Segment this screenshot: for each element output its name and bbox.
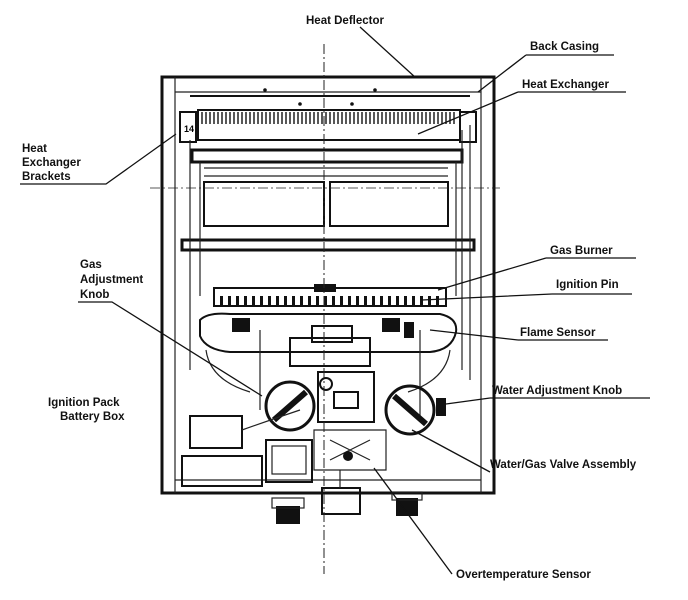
label-flame-sensor: Flame Sensor xyxy=(520,327,596,339)
svg-text:14: 14 xyxy=(184,124,194,134)
burner-tooth xyxy=(252,296,255,306)
label-heat-exchanger-brackets-1: Heat xyxy=(22,143,47,155)
burner-tooth xyxy=(412,296,415,306)
label-back-casing: Back Casing xyxy=(530,41,599,53)
burner-tooth xyxy=(308,296,311,306)
burner-tooth xyxy=(356,296,359,306)
burner-tooth xyxy=(364,296,367,306)
label-water-adjustment-knob: Water Adjustment Knob xyxy=(492,385,622,397)
burner-tooth xyxy=(380,296,383,306)
burner-tooth xyxy=(316,296,319,306)
valve-assembly-shape xyxy=(313,371,387,471)
label-gas-adjustment-knob-3: Knob xyxy=(80,289,109,301)
heat-deflector-shape xyxy=(190,88,470,106)
burner-tooth xyxy=(292,296,295,306)
label-heat-exchanger-brackets-2: Exchanger xyxy=(22,157,81,169)
label-ignition-pack-1: Ignition Pack xyxy=(48,397,120,409)
burner-tooth xyxy=(324,296,327,306)
burner-tooth xyxy=(284,296,287,306)
label-gas-adjustment-knob-1: Gas xyxy=(80,259,102,271)
burner-tooth xyxy=(420,296,423,306)
burner-tooth xyxy=(276,296,279,306)
burner-tooth xyxy=(396,296,399,306)
combustion-chamber xyxy=(180,125,476,380)
back-casing-outline xyxy=(160,75,496,495)
label-water-gas-valve-assembly: Water/Gas Valve Assembly xyxy=(490,459,637,471)
label-heat-exchanger: Heat Exchanger xyxy=(522,79,609,91)
label-ignition-pin: Ignition Pin xyxy=(556,279,619,291)
label-heat-deflector: Heat Deflector xyxy=(306,15,384,27)
label-gas-burner: Gas Burner xyxy=(550,245,613,257)
heat-exchanger-brackets: 14 xyxy=(179,111,477,143)
burner-tooth xyxy=(404,296,407,306)
gas-burner-shape xyxy=(213,284,447,307)
bottom-fittings xyxy=(271,470,423,524)
label-gas-adjustment-knob-2: Adjustment xyxy=(80,274,143,286)
burner-tooth xyxy=(388,296,391,306)
label-overtemperature-sensor: Overtemperature Sensor xyxy=(456,569,591,581)
burner-tooth xyxy=(372,296,375,306)
label-ignition-pack-2: Battery Box xyxy=(60,411,125,423)
burner-tooth xyxy=(436,296,439,306)
burner-tooth xyxy=(260,296,263,306)
burner-tooth xyxy=(300,296,303,306)
labels: Heat Deflector Back Casing Heat Exchange… xyxy=(22,15,637,581)
gas-adjustment-knob-shape xyxy=(264,380,316,432)
burner-tooth xyxy=(220,296,223,306)
water-adjustment-knob-shape xyxy=(384,384,446,436)
burner-tooth xyxy=(428,296,431,306)
manifold-pipes xyxy=(199,312,458,420)
heat-exchanger-fins xyxy=(197,109,461,141)
burner-tooth xyxy=(268,296,271,306)
label-heat-exchanger-brackets-3: Brackets xyxy=(22,171,71,183)
leader-lines xyxy=(20,26,650,575)
burner-tooth xyxy=(236,296,239,306)
burner-tooth xyxy=(340,296,343,306)
burner-tooth xyxy=(348,296,351,306)
burner-tooth xyxy=(244,296,247,306)
burner-tooth xyxy=(228,296,231,306)
burner-tooth xyxy=(332,296,335,306)
ignition-pack-shape xyxy=(181,409,313,487)
